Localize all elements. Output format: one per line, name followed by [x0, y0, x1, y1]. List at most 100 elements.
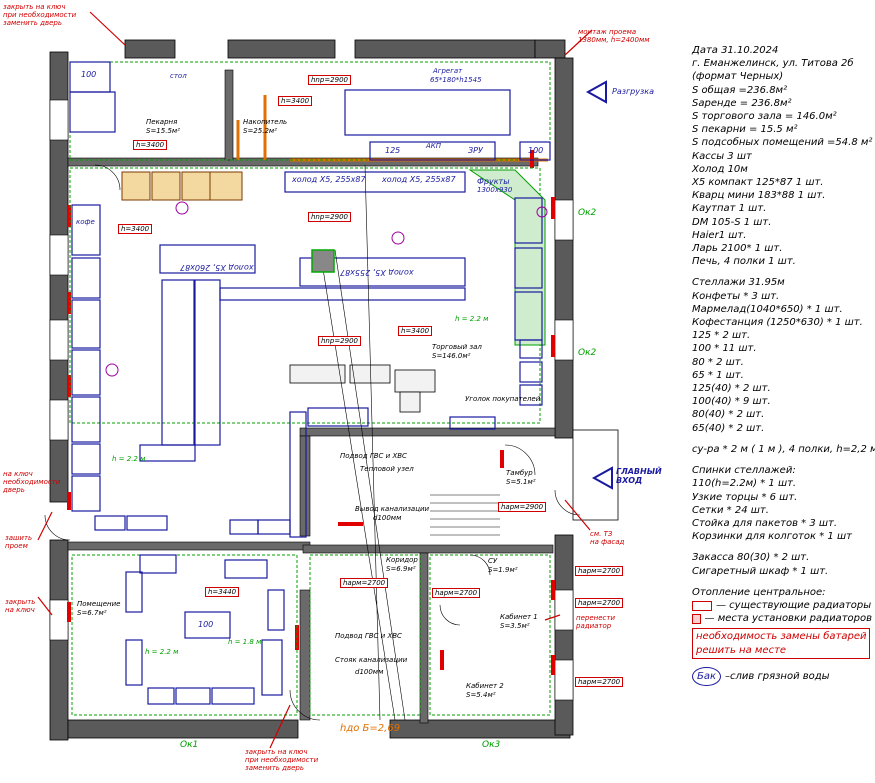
note-line-13: DM 105-S 1 шт. — [692, 216, 772, 228]
riser-label-1: Подвод ГВС и ХВС — [340, 452, 407, 460]
radiators — [67, 150, 555, 675]
room-label: Помещение — [77, 600, 121, 608]
riser-d: d100мм — [355, 668, 384, 676]
item-line-2: Узкие торцы * 6 шт. — [692, 491, 798, 503]
riser-label-4: Стояк канализации — [335, 656, 408, 664]
accum-label: Накопитель — [243, 118, 288, 126]
cab1-area: S=3.5м² — [500, 622, 530, 630]
battery-note: необходимость замены батарей решить на м… — [692, 628, 871, 659]
height-tag-bakery2: h=3400 — [133, 140, 168, 150]
hapm-tag-4: hарм=2700 — [575, 598, 624, 608]
shelf-line-10: 80(40) * 2 шт. — [692, 409, 765, 421]
height-22-c: h = 2.2 м — [455, 315, 489, 323]
lock-note-2: на ключ — [3, 470, 33, 478]
note-line-5: S торгового зала = 146.0м² — [692, 111, 837, 123]
shelf-line-7: 65 * 1 шт. — [692, 369, 744, 381]
tz-note: см. ТЗ — [590, 530, 613, 538]
window-ok2a: Ок2 — [578, 208, 597, 218]
height-tag-hall2: h=3400 — [398, 326, 433, 336]
item-line-1: 110(h=2.2м) * 1 шт. — [692, 478, 797, 490]
height-tag-bakery: h=3400 — [278, 96, 313, 106]
hall-area: S=146.0м² — [432, 352, 471, 360]
legend-existing: — существующие радиаторы — [692, 599, 872, 612]
room-area: S=6.7м² — [77, 609, 107, 617]
hapm-tag-1: hарм=2700 — [340, 578, 389, 588]
height-tag-hall1: h=3400 — [118, 224, 153, 234]
shelf-line-6: 80 * 2 шт. — [692, 356, 744, 368]
shelf-line-3: Кофестанция (1250*630) * 1 шт. — [692, 317, 863, 329]
lock-note-4b: при необходимости — [245, 756, 319, 764]
note-line-12: Каутпат 1 шт. — [692, 203, 767, 215]
lock-note-1b: при необходимости — [3, 11, 77, 19]
bak-icon: Бак — [692, 666, 722, 686]
item-line-0: Спинки стеллажей: — [692, 465, 796, 477]
note-line-4: Sаренде = 236.8м² — [692, 97, 792, 109]
bak-legend: Бак –слив грязной воды — [692, 666, 872, 686]
customer-corner: Уголок покупателей — [465, 395, 541, 403]
entry-arrows — [585, 80, 613, 490]
extra-line-0: Закасса 80(30) * 2 шт. — [692, 552, 810, 564]
corridor-label: Коридор — [386, 556, 418, 564]
lock-note-1: закрыть на ключ — [3, 3, 66, 11]
hall-label: Торговый зал — [432, 343, 482, 351]
item-line-4: Стойка для пакетов * 3 шт. — [692, 517, 838, 529]
note-line-6: S пекарни = 15.5 м² — [692, 124, 798, 136]
corridor-area: S=6.9м² — [386, 565, 416, 573]
mount-note: монтаж проема — [578, 28, 637, 36]
note-line-9: Холод 10м — [692, 163, 748, 175]
kholod1: холод X5, 255x87 — [292, 175, 366, 184]
note-line-7: S подсобных помещений =54.8 м² — [692, 137, 873, 149]
sew-note-2: проем — [5, 542, 28, 550]
unload-label: Разгрузка — [612, 87, 654, 96]
hapm-tag-3: hарм=2700 — [575, 566, 624, 576]
entrance-stair-lines — [430, 494, 500, 536]
sewer-label: Вывод канализации — [355, 505, 430, 513]
note-line-10: X5 компакт 125*87 1 шт. — [692, 177, 824, 189]
hapm-tag-5: hарм=2700 — [575, 677, 624, 687]
lock-note-3b: на ключ — [5, 606, 35, 614]
height-tag-room: h=3440 — [205, 587, 240, 597]
aggregate-label: Агрегат — [433, 67, 463, 75]
hnp-tag-3: hnp=2900 — [318, 336, 361, 346]
lock-note-2b: необходимости — [3, 478, 61, 486]
item-line-5: Корзинки для колготок * 1 шт — [692, 531, 852, 543]
height-22-a: h = 2.2 м — [112, 455, 146, 463]
shelf-line-4: 125 * 2 шт. — [692, 330, 751, 342]
note-line-3: S общая =236.8м² — [692, 84, 788, 96]
note-line-0: Дата 31.10.2024 — [692, 45, 779, 56]
fruits-size: 1300x930 — [477, 186, 513, 194]
hdo-label: hдо Б=2,69 — [340, 723, 401, 734]
accum-area: S=25.2м² — [243, 127, 277, 135]
aggregate-size: 65*180*h1545 — [430, 76, 482, 84]
exterior-walls — [49, 39, 574, 741]
wc-label: СУ — [488, 557, 498, 565]
bag-stands — [105, 201, 548, 377]
riser-label-2: Тепловой узел — [360, 465, 414, 473]
install-radiator-swatch — [692, 613, 701, 624]
checkout-counters — [289, 364, 436, 413]
island-100: 100 — [198, 620, 214, 629]
akp-label: АКП — [426, 142, 442, 150]
note-line-15: Ларь 2100* 1 шт. — [692, 243, 783, 255]
lock-note-3: закрыть — [5, 598, 36, 606]
entrance-label: ГЛАВНЫЙ ВХОД — [616, 467, 662, 485]
lock-note-4: закрыть на ключ — [245, 748, 308, 756]
zru-125: 125 — [385, 146, 401, 155]
bakery-100: 100 — [81, 70, 97, 79]
zru-label: ЗРУ — [468, 146, 483, 155]
wc-area: S=1.9м² — [488, 566, 518, 574]
fruits-label: Фрукты — [477, 177, 510, 186]
kholod3: холод X5, 260x87 — [180, 263, 254, 272]
note-line-2: (формат Черных) — [692, 71, 784, 83]
shelf-line-11: 65(40) * 2 шт. — [692, 422, 765, 434]
hapm-tag-entry: hарм=2900 — [498, 502, 547, 512]
shelf-line-9: 100(40) * 9 шт. — [692, 396, 771, 408]
existing-radiator-swatch — [692, 600, 712, 611]
hnp-tag-2: hnp=2900 — [308, 212, 351, 222]
note-line-8: Кассы 3 шт — [692, 150, 752, 162]
move-rad-note-2: радиатор — [576, 622, 612, 630]
move-rad-note: перенести — [576, 614, 615, 622]
shelf-line-0: Стеллажи 31.95м — [692, 277, 785, 289]
